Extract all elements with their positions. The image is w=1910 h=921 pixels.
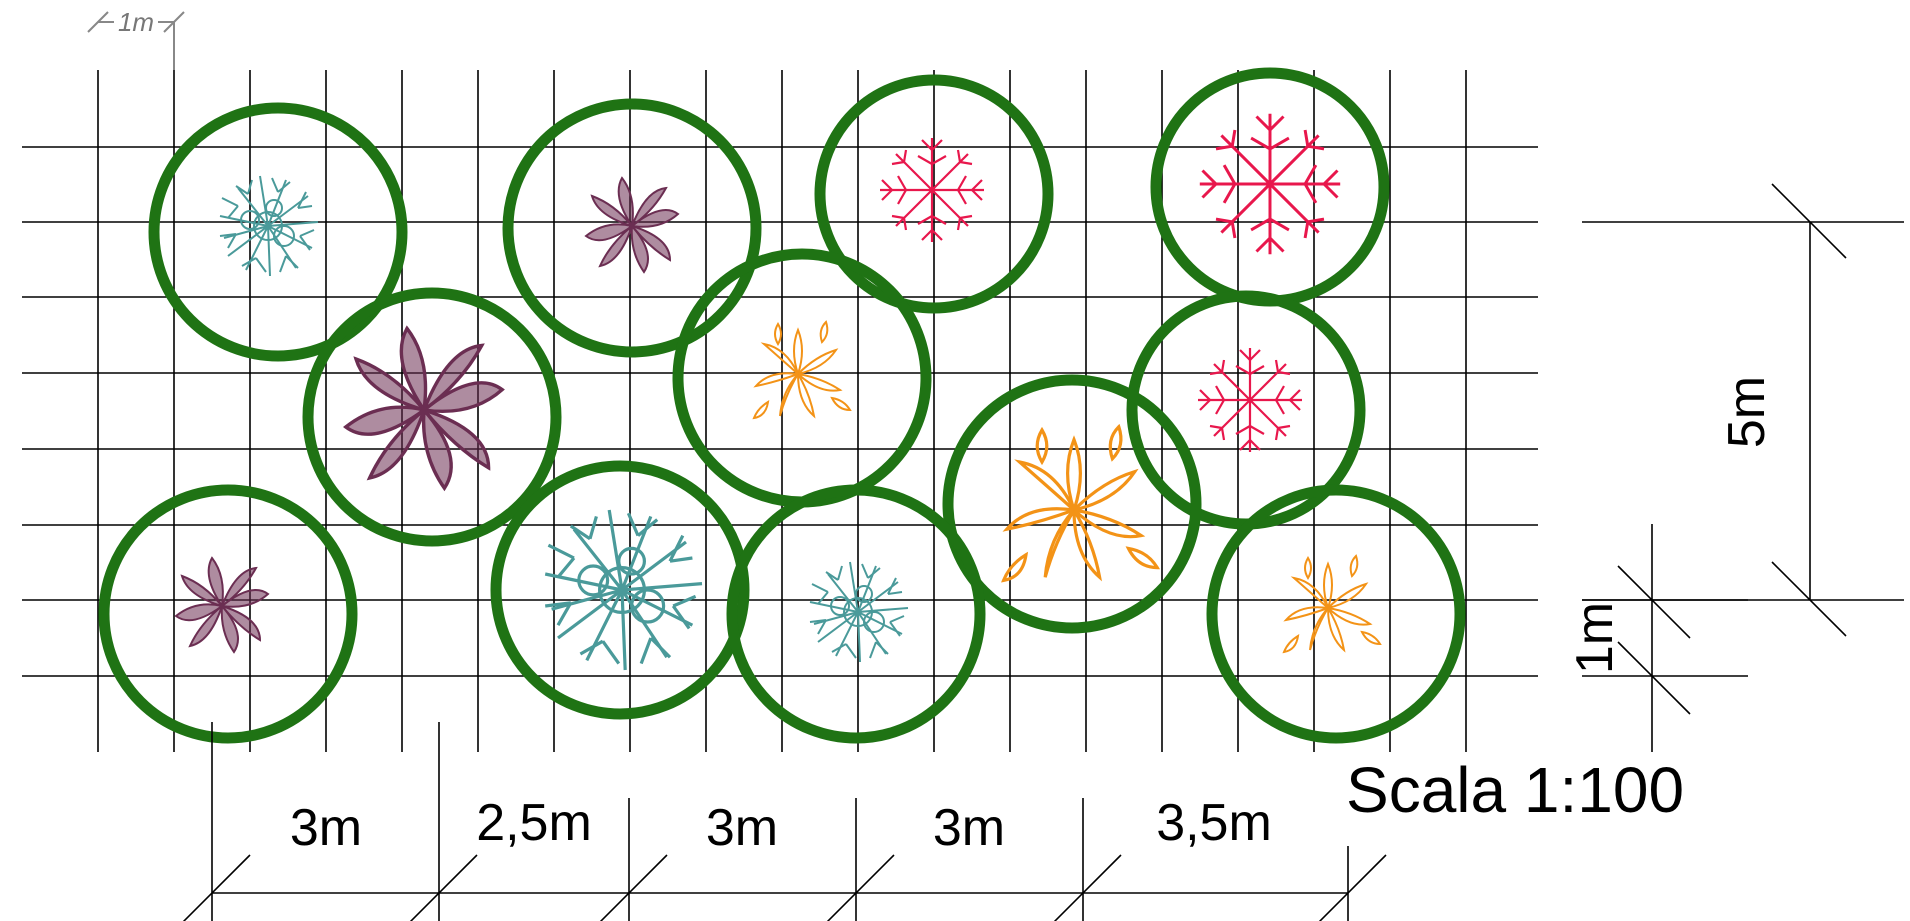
leafy-shrub-icon [585,177,679,273]
spiky-leaf-icon [1196,346,1304,454]
leafy-shrub-icon [175,557,269,653]
grid-unit-label: 1m [118,7,154,37]
spiky-leaf-icon [1198,112,1342,256]
petal-bush-icon [1283,555,1381,653]
grid-unit-marker: 1m [87,7,185,70]
vertical-dimension-1m: 1m [1566,524,1748,752]
canopy-ring [502,98,762,358]
scale-label: Scala 1:100 [1346,754,1684,826]
dimension-label: 3m [290,799,362,857]
canopy-ring [302,287,562,547]
petal-bush-icon [753,321,851,419]
canopy-rings [98,67,1466,744]
dimension-label: 2,5m [476,794,592,852]
horizontal-dimension-chain: 3m 2,5m 3m 3m 3,5m [182,722,1387,921]
dimension-label: 3,5m [1156,794,1272,852]
pine-tuft-icon [543,508,704,672]
spiky-leaf-icon [878,136,986,244]
canopy-ring [942,374,1202,634]
canopy-ring [148,102,408,362]
plant-symbols [175,112,1381,672]
dimension-label: 3m [706,799,778,857]
vertical-dimension-5m: 5m [1582,183,1904,637]
dimension-label: 3m [933,799,1005,857]
dimension-label: 1m [1566,602,1624,674]
pine-tuft-icon [809,561,909,663]
dimension-label: 5m [1718,376,1776,448]
canopy-ring [726,484,986,744]
pine-tuft-icon [219,175,319,277]
canopy-ring [98,484,358,744]
canopy-ring [814,74,1054,314]
canopy-ring [490,460,750,720]
canopy-ring [1206,484,1466,744]
